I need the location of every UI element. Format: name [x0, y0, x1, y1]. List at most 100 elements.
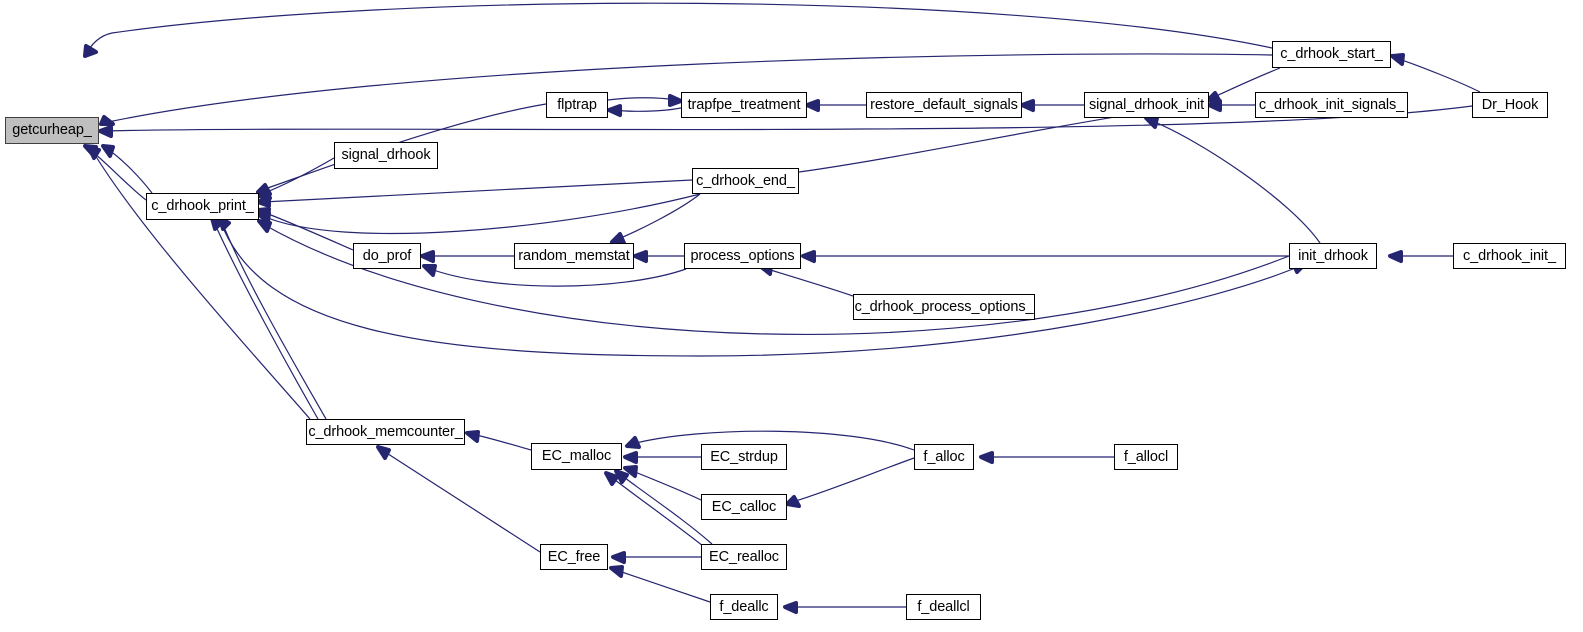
edge-arrowhead: [614, 469, 629, 484]
graph-node-f_allocl[interactable]: f_allocl: [1114, 444, 1178, 470]
graph-node-do_prof[interactable]: do_prof: [353, 243, 421, 269]
edge-flptrap-to-trapfpe_treatment: [607, 94, 683, 107]
graph-node-signal_drhook_init[interactable]: signal_drhook_init: [1084, 92, 1209, 118]
graph-node-Dr_Hook[interactable]: Dr_Hook: [1472, 92, 1548, 118]
graph-node-init_drhook[interactable]: init_drhook: [1289, 243, 1377, 269]
edge-f_allocl-to-f_alloc: [979, 451, 1115, 464]
graph-node-f_deallcl[interactable]: f_deallcl: [906, 594, 981, 620]
edge-arrowhead: [1144, 116, 1159, 129]
edge-arrowhead: [99, 115, 115, 126]
graph-node-f_deallc[interactable]: f_deallc: [710, 594, 778, 620]
graph-node-c_drhook_process_options[interactable]: c_drhook_process_options_: [853, 294, 1035, 320]
edge-arrowhead: [609, 565, 624, 578]
graph-node-EC_realloc[interactable]: EC_realloc: [701, 544, 787, 570]
graph-node-label: c_drhook_end_: [696, 172, 795, 189]
graph-node-trapfpe_treatment[interactable]: trapfpe_treatment: [681, 92, 807, 118]
edge-c_drhook_print-to-getcurheap: [101, 144, 153, 194]
edge-c_drhook_init-to-init_drhook: [1388, 250, 1454, 263]
edge-arrowhead: [83, 144, 98, 158]
edge-f_deallcl-to-f_deallc: [783, 601, 907, 614]
edge-f_alloc-to-EC_calloc: [785, 457, 915, 508]
edge-init_drhook-to-signal_drhook_init: [1144, 116, 1321, 244]
edge-init_drhook-to-process_options: [801, 250, 1289, 263]
edge-arrowhead: [623, 465, 638, 478]
edge-arrowhead: [83, 44, 98, 58]
edge-arrowhead: [668, 94, 683, 107]
edge-restore_default_signals-to-trapfpe_treatment: [805, 99, 867, 112]
edge-arrowhead: [783, 601, 798, 614]
edge-c_drhook_init_signals-to-signal_drhook_init: [1207, 99, 1256, 112]
edge-random_memstat-to-do_prof: [420, 250, 515, 263]
edge-Dr_Hook-to-c_drhook_start: [1390, 53, 1481, 93]
graph-node-label: init_drhook: [1298, 247, 1368, 264]
edge-arrowhead: [607, 104, 622, 117]
graph-node-label: Dr_Hook: [1481, 96, 1539, 113]
edge-EC_realloc-to-EC_malloc: [614, 469, 713, 545]
edge-c_drhook_print-to-getcurheap: [83, 144, 147, 201]
graph-node-label: c_drhook_process_options_: [854, 298, 1034, 315]
graph-node-c_drhook_init[interactable]: c_drhook_init_: [1453, 243, 1566, 269]
edge-arrowhead: [805, 99, 820, 112]
edge-c_drhook_end-to-c_drhook_print: [256, 193, 701, 235]
graph-node-label: do_prof: [362, 247, 412, 264]
edge-arrowhead: [422, 264, 437, 277]
graph-node-label: f_allocl: [1123, 448, 1169, 465]
graph-node-c_drhook_end[interactable]: c_drhook_end_: [692, 168, 799, 194]
graph-node-label: c_drhook_init_signals_: [1258, 96, 1405, 113]
edge-arrowhead: [87, 145, 101, 160]
graph-node-c_drhook_memcounter[interactable]: c_drhook_memcounter_: [306, 419, 465, 445]
edge-arrowhead: [604, 471, 619, 486]
edge-c_drhook_memcounter-to-c_drhook_print: [210, 216, 319, 420]
graph-node-random_memstat[interactable]: random_memstat: [514, 243, 634, 269]
graph-node-label: c_drhook_print_: [151, 198, 254, 215]
graph-node-label: trapfpe_treatment: [687, 96, 801, 113]
edge-signal_drhook_init-to-restore_default_signals: [1020, 99, 1085, 112]
graph-node-signal_drhook[interactable]: signal_drhook: [334, 142, 438, 169]
edge-EC_calloc-to-EC_malloc: [623, 465, 702, 501]
graph-node-label: c_drhook_init_: [1463, 247, 1556, 264]
edge-arrowhead: [1020, 99, 1035, 112]
edge-arrowhead: [101, 144, 115, 158]
graph-node-label: f_deallc: [719, 598, 769, 615]
edge-c_drhook_print-to-init_drhook: [219, 219, 1307, 357]
graph-node-EC_free[interactable]: EC_free: [540, 544, 608, 570]
graph-node-label: f_alloc: [923, 448, 965, 465]
graph-node-label: EC_strdup: [710, 448, 778, 465]
graph-node-EC_strdup[interactable]: EC_strdup: [701, 444, 787, 470]
graph-node-EC_calloc[interactable]: EC_calloc: [701, 494, 787, 520]
edge-arrowhead: [376, 445, 391, 460]
edge-EC_malloc-to-c_drhook_memcounter: [465, 430, 532, 451]
edge-arrowhead: [256, 211, 271, 224]
graph-node-EC_malloc[interactable]: EC_malloc: [531, 443, 622, 470]
edge-arrowhead: [256, 195, 271, 208]
graph-node-c_drhook_print[interactable]: c_drhook_print_: [146, 193, 259, 220]
edge-arrowhead: [1207, 99, 1222, 112]
edge-c_drhook_memcounter-to-c_drhook_print: [218, 216, 327, 420]
edge-arrowhead: [256, 183, 272, 196]
graph-node-getcurheap[interactable]: getcurheap_: [5, 117, 99, 144]
edge-process_options-to-do_prof: [422, 264, 687, 287]
graph-node-restore_default_signals[interactable]: restore_default_signals: [866, 92, 1022, 118]
graph-node-c_drhook_init_signals[interactable]: c_drhook_init_signals_: [1255, 92, 1408, 118]
edge-arrowhead: [610, 232, 626, 245]
edge-do_prof-to-c_drhook_print: [256, 207, 354, 251]
graph-node-label: restore_default_signals: [870, 96, 1018, 113]
edge-EC_free-to-c_drhook_memcounter: [376, 445, 541, 553]
edge-arrowhead: [256, 207, 271, 220]
graph-node-process_options[interactable]: process_options: [684, 243, 801, 269]
edge-arrowhead: [633, 250, 648, 263]
edge-c_drhook_start-to-getcurheap: [83, 2, 1273, 58]
graph-node-flptrap[interactable]: flptrap: [546, 92, 608, 118]
graph-node-label: EC_realloc: [709, 548, 779, 565]
graph-node-label: EC_free: [547, 548, 601, 565]
edge-arrowhead: [257, 219, 272, 233]
edge-arrowhead: [801, 250, 816, 263]
edge-init_drhook-to-c_drhook_print: [257, 219, 1290, 336]
edge-process_options-to-random_memstat: [633, 250, 685, 263]
graph-node-c_drhook_start[interactable]: c_drhook_start_: [1272, 41, 1391, 68]
edge-EC_strdup-to-EC_malloc: [623, 451, 702, 464]
edge-arrowhead: [785, 495, 801, 508]
graph-node-label: signal_drhook: [341, 147, 431, 164]
graph-node-f_alloc[interactable]: f_alloc: [914, 444, 974, 470]
